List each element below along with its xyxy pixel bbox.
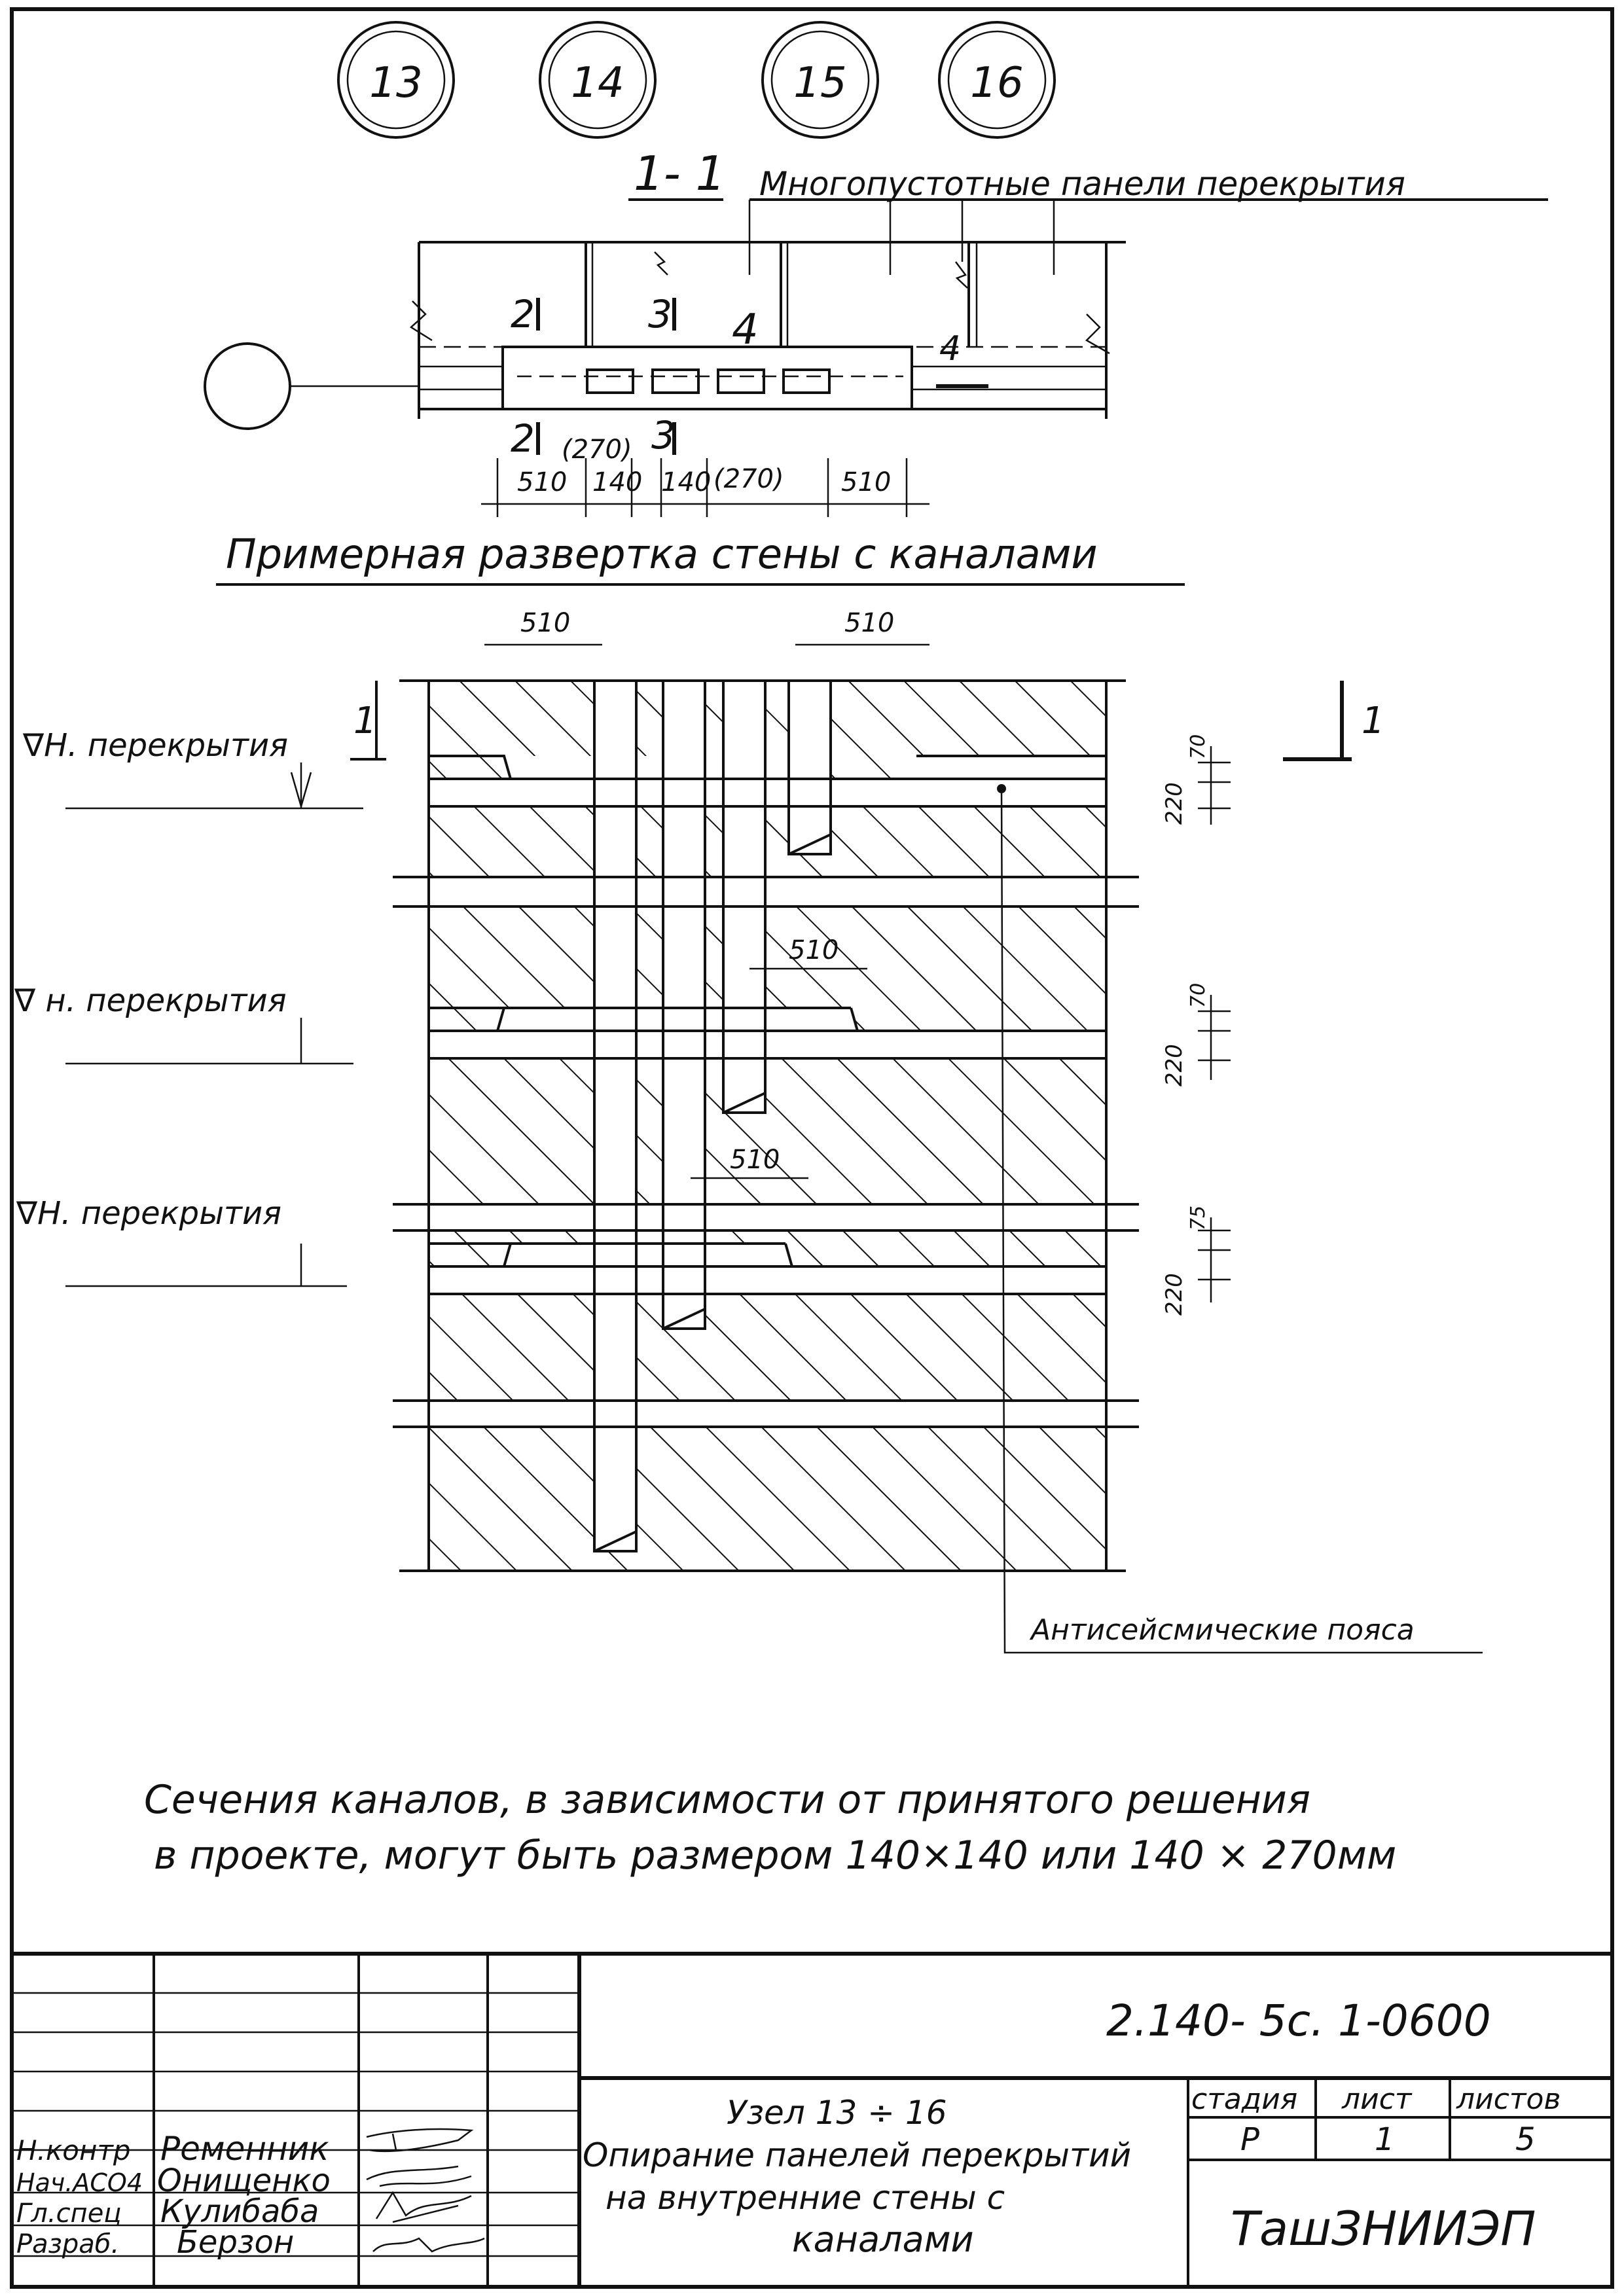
note-line-2: в проекте, могут быть размером 140×140 и… bbox=[154, 1833, 1396, 1878]
role-1: Н.контр bbox=[16, 2134, 131, 2166]
wall-elevation: Примерная развертка стены с каналами bbox=[14, 530, 1483, 1654]
stage-value: Р bbox=[1240, 2121, 1259, 2158]
signature-3 bbox=[375, 2191, 472, 2223]
node-14: 14 bbox=[539, 21, 657, 139]
role-2: Нач.АСО4 bbox=[16, 2168, 143, 2197]
title-line-2: Опирание панелей перекрытий bbox=[583, 2136, 1131, 2174]
signature-4 bbox=[372, 2237, 485, 2253]
sheet-frame bbox=[10, 7, 1614, 2289]
title-line-1: Узел 13 ÷ 16 bbox=[727, 2094, 947, 2132]
organization: ТашЗНИИЭП bbox=[1231, 2201, 1536, 2256]
side-dim-75: 75 bbox=[1187, 1206, 1210, 1230]
section-1-1: 1- 1 Многопустотные панели перекрытия bbox=[204, 146, 1548, 517]
section-title: Многопустотные панели перекрытия bbox=[759, 165, 1405, 203]
mark-4: 4 bbox=[732, 306, 759, 354]
node-13-label: 13 bbox=[369, 59, 422, 107]
dim-270-right: (270) bbox=[713, 464, 784, 494]
signature-2 bbox=[366, 2165, 472, 2187]
node-16-label: 16 bbox=[970, 59, 1023, 107]
elev-dim-mid-2: 510 bbox=[730, 1145, 780, 1175]
sheets-value: 5 bbox=[1515, 2121, 1536, 2158]
elev-dim-mid-1: 510 bbox=[789, 935, 839, 965]
mark-4-b: 4 bbox=[939, 329, 961, 368]
side-dim-220-3: 220 bbox=[1161, 1273, 1187, 1316]
node-15-label: 15 bbox=[793, 59, 846, 107]
belt-label: Антисейсмические пояса bbox=[1029, 1613, 1415, 1647]
section-label: 1- 1 bbox=[634, 146, 725, 201]
stage-header: стадия bbox=[1191, 2083, 1297, 2116]
node-15: 15 bbox=[761, 21, 879, 139]
dim-140-b: 140 bbox=[661, 467, 711, 497]
node-16: 16 bbox=[938, 21, 1056, 139]
sheet-header: лист bbox=[1341, 2083, 1413, 2116]
name-3: Кулибаба bbox=[160, 2193, 319, 2230]
cut-mark-right: 1 bbox=[1362, 700, 1385, 742]
drawing-code: 2.140- 5с. 1-0600 bbox=[1106, 1996, 1491, 2046]
elev-dim-top-right: 510 bbox=[844, 608, 894, 638]
dim-140-a: 140 bbox=[592, 467, 642, 497]
role-4: Разраб. bbox=[16, 2229, 119, 2259]
cut-mark-left: 1 bbox=[353, 700, 377, 742]
mark-3-bottom: 3 bbox=[651, 413, 676, 457]
floor-label-3: ∇Н. перекрытия bbox=[16, 1195, 281, 1232]
side-dim-220-2: 220 bbox=[1161, 1044, 1187, 1086]
title-block: 2.140- 5с. 1-0600 Н.контр Нач.АСО4 Гл.сп… bbox=[12, 1952, 1612, 2287]
title-line-4: каналами bbox=[792, 2219, 974, 2260]
signature-1 bbox=[366, 2128, 474, 2153]
elev-dim-top-left: 510 bbox=[520, 608, 570, 638]
dim-510-right: 510 bbox=[841, 467, 891, 497]
node-14-label: 14 bbox=[571, 59, 624, 107]
side-dim-70-1: 70 bbox=[1187, 734, 1210, 759]
note: Сечения каналов, в зависимости от принят… bbox=[144, 1777, 1396, 1878]
side-dim-220-1: 220 bbox=[1161, 782, 1187, 825]
mark-3-top: 3 bbox=[648, 292, 672, 336]
sheet-value: 1 bbox=[1375, 2121, 1395, 2158]
floor-label-1: ∇Н. перекрытия bbox=[22, 727, 288, 764]
title-line-3: на внутренние стены с bbox=[605, 2179, 1005, 2217]
name-1: Ременник bbox=[160, 2130, 329, 2168]
mark-2-top: 2 bbox=[511, 292, 535, 336]
role-3: Гл.спец bbox=[16, 2198, 122, 2229]
elevation-title: Примерная развертка стены с каналами bbox=[226, 530, 1098, 578]
dim-270-left: (270) bbox=[562, 435, 632, 465]
mark-2-bottom: 2 bbox=[511, 416, 535, 461]
floor-label-2: ∇ н. перекрытия bbox=[14, 982, 287, 1019]
side-dim-70-2: 70 bbox=[1187, 983, 1210, 1008]
note-line-1: Сечения каналов, в зависимости от принят… bbox=[144, 1777, 1310, 1823]
node-circles: 13 14 15 16 bbox=[337, 21, 1056, 139]
node-13: 13 bbox=[337, 21, 455, 139]
dim-510-left: 510 bbox=[517, 467, 567, 497]
sheets-header: листов bbox=[1456, 2083, 1561, 2116]
name-4: Берзон bbox=[177, 2224, 294, 2261]
name-2: Онищенко bbox=[157, 2162, 331, 2199]
